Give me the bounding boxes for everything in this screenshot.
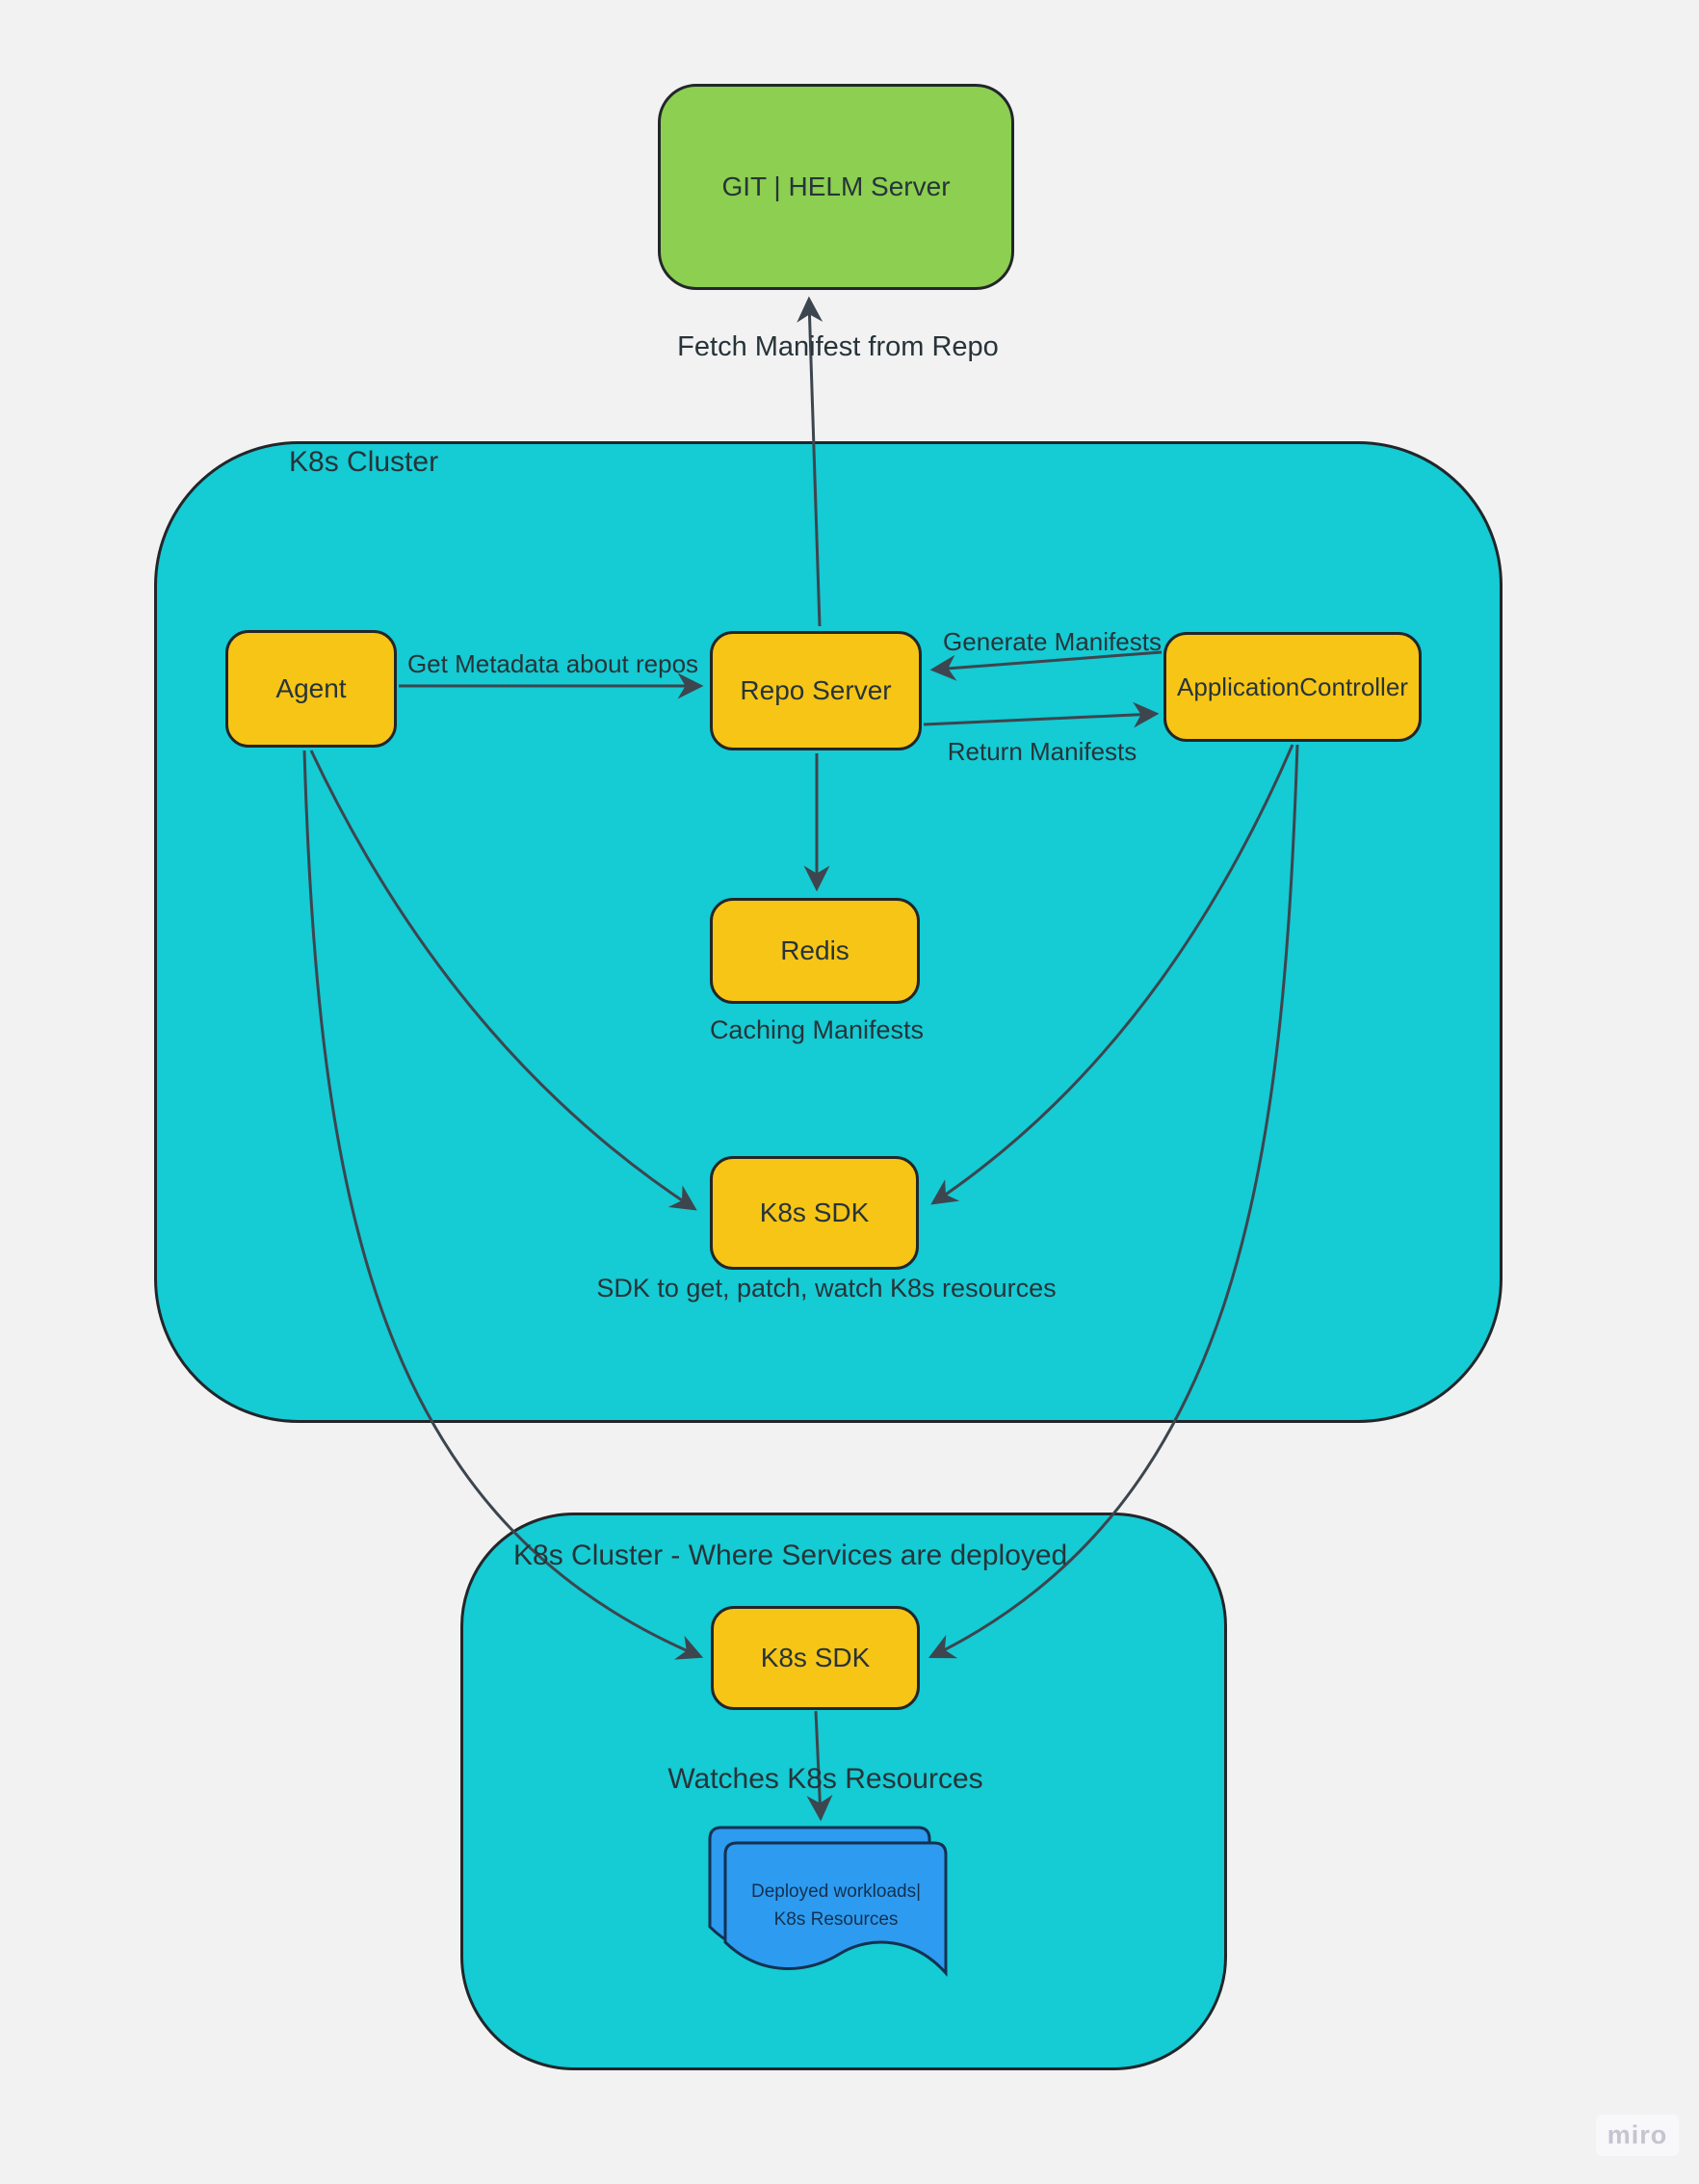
caption-sdk-purpose[interactable]: SDK to get, patch, watch K8s resources xyxy=(596,1274,1057,1303)
caption-watches-resources[interactable]: Watches K8s Resources xyxy=(667,1763,983,1795)
node-application-controller[interactable]: ApplicationController xyxy=(1163,632,1422,742)
edge-agent-to-sdk1[interactable] xyxy=(309,750,697,1211)
edge-agent-to-sdk2[interactable] xyxy=(302,750,704,1660)
edge-label-generate-manifests[interactable]: Generate Manifests xyxy=(943,627,1162,656)
caption-caching-manifests[interactable]: Caching Manifests xyxy=(709,1015,925,1044)
miro-watermark-label: miro xyxy=(1607,2120,1668,2149)
edge-repo-to-git[interactable] xyxy=(797,296,823,627)
edge-repo-to-appctrl[interactable] xyxy=(923,701,1160,728)
miro-watermark: miro xyxy=(1596,2115,1679,2156)
document-text-line1: Deployed workloads| xyxy=(751,1881,921,1902)
node-application-controller-label: ApplicationController xyxy=(1177,671,1408,701)
cluster-k8s-deploy-title[interactable]: K8s Cluster - Where Services are deploye… xyxy=(513,1539,1068,1571)
edge-appctrl-to-sdk2[interactable] xyxy=(928,744,1299,1659)
document-text-line2: K8s Resources xyxy=(774,1909,899,1930)
node-k8s-sdk-deploy[interactable]: K8s SDK xyxy=(711,1606,920,1710)
node-k8s-sdk-deploy-label: K8s SDK xyxy=(760,1643,871,1672)
edge-appctrl-to-sdk1[interactable] xyxy=(930,744,1294,1205)
node-k8s-sdk-main[interactable]: K8s SDK xyxy=(710,1156,919,1270)
node-repo-server[interactable]: Repo Server xyxy=(710,631,922,750)
node-git-helm-server-label: GIT | HELM Server xyxy=(721,171,951,201)
node-repo-server-label: Repo Server xyxy=(740,675,892,705)
edge-label-fetch-manifest[interactable]: Fetch Manifest from Repo xyxy=(677,331,999,362)
edge-label-get-metadata[interactable]: Get Metadata about repos xyxy=(406,649,699,678)
cluster-k8s-main-title[interactable]: K8s Cluster xyxy=(289,446,439,478)
cluster-k8s-deploy[interactable] xyxy=(460,1513,1227,2070)
node-git-helm-server[interactable]: GIT | HELM Server xyxy=(658,84,1014,290)
document-shape-front[interactable] xyxy=(723,1841,948,1977)
node-agent-label: Agent xyxy=(275,673,347,703)
node-redis-label: Redis xyxy=(780,935,850,965)
edge-sdk2-to-workloads[interactable] xyxy=(806,1710,833,1822)
node-redis[interactable]: Redis xyxy=(710,898,920,1004)
edge-label-return-manifests[interactable]: Return Manifests xyxy=(947,737,1137,766)
node-agent[interactable]: Agent xyxy=(225,630,397,748)
node-k8s-sdk-main-label: K8s SDK xyxy=(759,1197,870,1227)
edge-appctrl-to-repo[interactable] xyxy=(929,650,1163,681)
